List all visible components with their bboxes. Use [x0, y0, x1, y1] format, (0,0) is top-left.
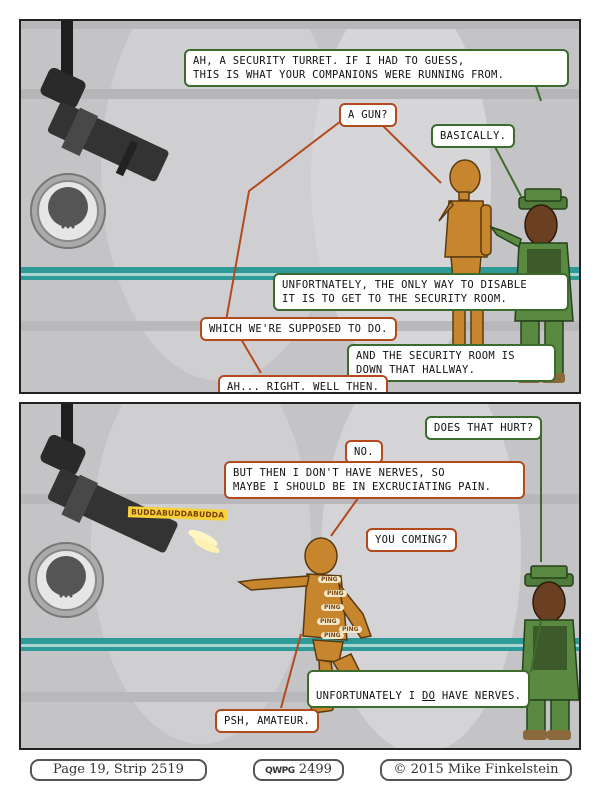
footer-logo-strip: QWPG 2499: [253, 759, 344, 781]
wall-stripe: [21, 638, 579, 651]
speech-bubble-disable: UNFORTNATELY, THE ONLY WAY TO DISABLE IT…: [273, 273, 569, 312]
ping-sfx: PING: [318, 576, 341, 583]
footer-copyright: © 2015 Mike Finkelstein: [380, 759, 572, 781]
soldier: [520, 565, 579, 740]
footer-page-strip: Page 19, Strip 2519: [30, 759, 207, 781]
speech-bubble-hurt: DOES THAT HURT?: [425, 416, 543, 441]
bubble-emphasis: DO: [421, 690, 436, 703]
speech-tails: [225, 70, 542, 374]
speech-bubble-gun: A GUN?: [339, 103, 397, 128]
speech-bubble-amateur: PSH, AMATEUR.: [215, 709, 320, 734]
bubble-text: HAVE NERVES.: [435, 690, 522, 703]
speech-bubble-coming: YOU COMING?: [366, 528, 457, 553]
speech-bubble-basically: BASICALLY.: [431, 124, 516, 149]
speech-bubble-do-have-nerves: UNFORTUNATELY I DO HAVE NERVES.: [307, 670, 531, 709]
strip-number: 2499: [298, 762, 332, 777]
ping-sfx: PING: [339, 626, 362, 633]
ping-sfx: PING: [324, 590, 347, 597]
security-turret-firing: [40, 404, 220, 553]
speech-bubble-no: NO.: [345, 440, 383, 465]
wall-porthole: [30, 173, 106, 249]
comic-panel-1: AH, A SECURITY TURRET. IF I HAD TO GUESS…: [19, 19, 581, 394]
speech-bubble-supposed: WHICH WE'RE SUPPOSED TO DO.: [200, 317, 397, 342]
bubble-text: UNFORTUNATELY I: [316, 690, 422, 703]
ping-sfx: PING: [317, 618, 340, 625]
speech-bubble-nerves: BUT THEN I DON'T HAVE NERVES, SO MAYBE I…: [224, 461, 525, 500]
speech-bubble-right: AH... RIGHT. WELL THEN.: [218, 375, 389, 392]
qwpg-logo: QWPG: [265, 766, 295, 776]
muzzle-flash: [188, 529, 220, 553]
ping-sfx: PING: [321, 632, 344, 639]
comic-panel-2: BUDDABUDDABUDDA PING PING PING PING PING…: [19, 402, 581, 750]
security-turret: [40, 21, 169, 182]
speech-bubble-turret: AH, A SECURITY TURRET. IF I HAD TO GUESS…: [184, 49, 569, 88]
ping-sfx: PING: [321, 604, 344, 611]
wall-porthole: [28, 542, 104, 618]
